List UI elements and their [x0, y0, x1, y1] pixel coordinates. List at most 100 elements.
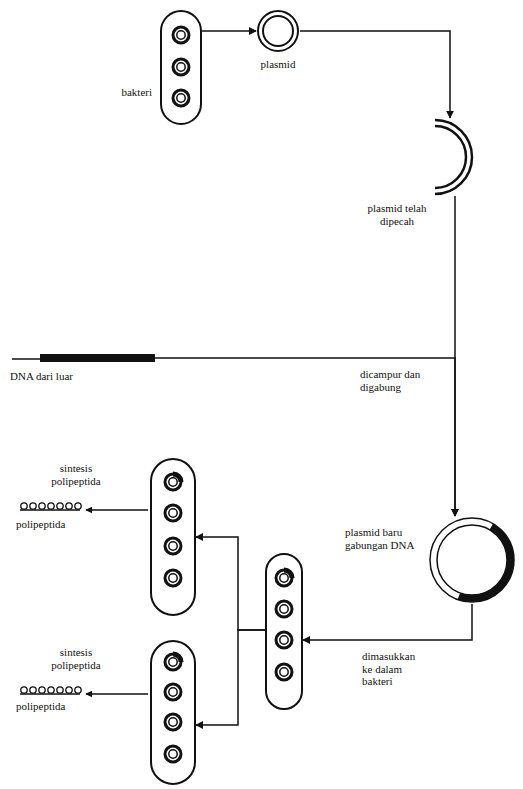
plasmid-ring [165, 654, 181, 670]
inserted-dna [173, 474, 181, 482]
bacterium [150, 458, 196, 616]
amino-acid [39, 503, 45, 509]
cut-plasmid-inner [435, 126, 466, 188]
bacterium [265, 553, 303, 710]
amino-acid [66, 687, 72, 693]
plasmid-outer [258, 11, 298, 51]
bacterium-outline [151, 459, 195, 615]
edge-label: dimasukkan ke dalam bakteri [362, 650, 424, 688]
bacterium-outline [161, 11, 201, 124]
node-label: plasmid baru gabungan DNA [345, 526, 420, 551]
shape-outline [150, 458, 196, 616]
plasmid-ring-inner [169, 750, 177, 758]
plasmid-ring [165, 684, 181, 700]
amino-acid [75, 503, 81, 509]
inserted-dna [459, 527, 511, 599]
plasmid-ring-inner [177, 94, 185, 102]
plasmid-ring [173, 27, 189, 43]
edge-label: dicampur dan digabung [360, 368, 440, 393]
plasmid-inner [437, 525, 507, 595]
plasmid-ring-inner [169, 542, 177, 550]
plasmid-ring [165, 538, 181, 554]
process-arrow [196, 537, 265, 630]
amino-acid [39, 687, 45, 693]
amino-acid [30, 503, 36, 509]
amino-acid [48, 503, 54, 509]
process-arrow [300, 31, 450, 118]
plasmid-ring-inner [169, 478, 177, 486]
plasmid-ring [276, 664, 292, 680]
plasmid-ring [276, 601, 292, 617]
process-arrow [155, 358, 455, 516]
plasmid-ring [276, 632, 292, 648]
plasmid-ring [173, 90, 189, 106]
shape-outline [420, 118, 475, 196]
plasmid-ring-inner [169, 718, 177, 726]
amino-acid [21, 687, 27, 693]
dna-fragment: DNA dari luar [12, 353, 155, 363]
shape-outline [12, 353, 155, 363]
plasmid-ring-inner [280, 605, 288, 613]
amino-acid [30, 687, 36, 693]
cut-plasmid-outer [435, 120, 472, 194]
plasmid-outer [430, 518, 514, 602]
polypeptide-chain [20, 503, 81, 510]
plasmid-inner [263, 16, 293, 46]
plasmid-ring-inner [280, 636, 288, 644]
bacterium [150, 640, 196, 785]
plasmid: plasmid telah dipecah [420, 118, 475, 196]
plasmid: plasmid baru gabungan DNA [428, 516, 516, 604]
plasmid-ring [165, 505, 181, 521]
annotation-label: sintesis polipeptida [44, 646, 108, 671]
polypeptide-chain [20, 687, 81, 694]
amino-acid [48, 687, 54, 693]
dna-strand [12, 358, 44, 360]
shape-outline [256, 9, 300, 53]
process-arrow [196, 630, 265, 725]
inserted-dna [284, 570, 292, 578]
node-label: plasmid [248, 58, 308, 71]
plasmid-ring [165, 714, 181, 730]
process-arrow [303, 604, 472, 640]
plasmid-ring [165, 474, 181, 490]
inserted-dna [173, 654, 181, 662]
annotation-label: sintesis polipeptida [44, 462, 108, 487]
synthesis-arrow [86, 693, 148, 695]
node-label: plasmid telah dipecah [362, 202, 432, 227]
plasmid-ring-inner [169, 658, 177, 666]
shape-outline [265, 553, 303, 710]
plasmid-ring-inner [280, 574, 288, 582]
plasmid-ring-inner [169, 574, 177, 582]
amino-acid [75, 687, 81, 693]
amino-acid [66, 503, 72, 509]
bacterium-outline [151, 641, 195, 784]
plasmid-ring [165, 746, 181, 762]
amino-acid [57, 687, 63, 693]
shape-outline [160, 10, 202, 125]
annotation-label: polipeptida [16, 518, 86, 531]
plasmid-ring [173, 59, 189, 75]
shape-outline [428, 516, 516, 604]
shape-outline [150, 640, 196, 785]
plasmid: plasmid [256, 9, 300, 53]
dna-fragment [40, 354, 155, 362]
plasmid-ring [165, 570, 181, 586]
annotation-label: polipeptida [16, 700, 86, 713]
node-label: DNA dari luar [10, 370, 100, 383]
plasmid-ring-inner [169, 509, 177, 517]
amino-acid [57, 503, 63, 509]
plasmid-ring-inner [177, 63, 185, 71]
process-arrow [202, 30, 256, 32]
bacterium-outline [266, 554, 302, 709]
plasmid-ring-inner [177, 31, 185, 39]
amino-acid [21, 503, 27, 509]
synthesis-arrow [86, 509, 148, 511]
plasmid-ring-inner [169, 688, 177, 696]
node-label: bakteri [96, 86, 152, 99]
plasmid-ring-inner [280, 668, 288, 676]
bacterium: bakteri [160, 10, 202, 125]
plasmid-ring [276, 570, 292, 586]
